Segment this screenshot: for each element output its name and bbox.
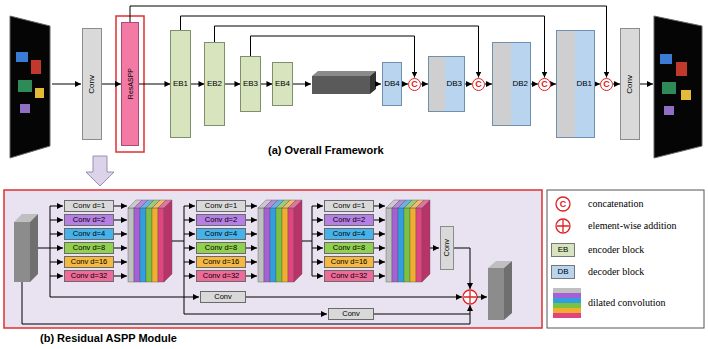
connector xyxy=(531,84,538,85)
encoder-block: EB1 xyxy=(170,30,190,138)
node-label: C xyxy=(603,80,610,89)
decoder-block: DB4 xyxy=(382,62,403,106)
node-label: DB3 xyxy=(447,80,463,88)
node-label: C xyxy=(475,80,482,89)
conv-box: Conv d=1 xyxy=(324,200,374,212)
node-label: Conv d=32 xyxy=(331,272,368,280)
connector xyxy=(181,16,545,78)
node-label: Conv d=32 xyxy=(203,272,240,280)
legend-symbol: C xyxy=(560,200,567,209)
conv-block: Conv xyxy=(440,226,454,270)
node-label: DB2 xyxy=(513,80,529,88)
node-label: Conv xyxy=(443,239,451,257)
node-label: DB1 xyxy=(577,80,593,88)
conv-box: Conv d=4 xyxy=(64,228,114,240)
conv-box: Conv d=2 xyxy=(324,214,374,226)
conv-block: Conv xyxy=(620,28,640,140)
encoder-block: EB2 xyxy=(204,42,224,126)
conv-box: Conv d=8 xyxy=(64,242,114,254)
connector xyxy=(485,84,492,85)
node-label: Conv d=8 xyxy=(333,244,365,252)
connector xyxy=(465,84,472,85)
node-label: Conv d=1 xyxy=(205,202,237,210)
node-label: C xyxy=(411,80,418,89)
conv-box: Conv d=16 xyxy=(196,256,246,268)
conv-block: Conv xyxy=(82,28,102,140)
decoder-block: DB1 xyxy=(556,30,595,138)
conv-box: Conv d=32 xyxy=(64,270,114,282)
node-label: Conv d=2 xyxy=(205,216,237,224)
conv-box: Conv xyxy=(200,291,246,303)
decoder-block: DB3 xyxy=(428,56,465,112)
node-label: DB4 xyxy=(384,80,400,88)
conv-box: Conv d=1 xyxy=(196,200,246,212)
connector xyxy=(421,84,428,85)
conv-box: Conv d=2 xyxy=(196,214,246,226)
conv-box: Conv d=8 xyxy=(324,242,374,254)
conv-box: Conv d=32 xyxy=(196,270,246,282)
conv-box: Conv d=8 xyxy=(196,242,246,254)
node-label: Conv xyxy=(342,310,360,318)
concat-circle: C xyxy=(538,78,551,91)
node-label: Conv xyxy=(626,75,634,94)
node-label: Conv xyxy=(214,293,232,301)
node-label: Conv d=1 xyxy=(73,202,105,210)
node-label: EB1 xyxy=(173,80,188,88)
node-label: EB4 xyxy=(275,80,290,88)
node-label: Conv d=4 xyxy=(205,230,237,238)
node-label: Conv d=16 xyxy=(71,258,108,266)
node-label: Conv d=8 xyxy=(73,244,105,252)
caption: (b) Residual ASPP Module xyxy=(40,333,177,344)
node-label: Conv d=4 xyxy=(333,230,365,238)
node-label: Conv d=1 xyxy=(333,202,365,210)
node-label: ResASPP xyxy=(127,68,134,99)
caption: (a) Overall Framework xyxy=(268,145,384,156)
legend-text: dilated convolution xyxy=(588,298,666,308)
conv-box: Conv d=4 xyxy=(324,228,374,240)
node-label: EB2 xyxy=(207,80,222,88)
conv-box: Conv d=2 xyxy=(64,214,114,226)
node-label: Conv d=8 xyxy=(205,244,237,252)
concat-circle: C xyxy=(600,78,613,91)
connector xyxy=(225,84,241,85)
concat-circle: C xyxy=(472,78,485,91)
connector xyxy=(613,84,620,85)
node-label: Conv d=2 xyxy=(73,216,105,224)
encoder-block: EB3 xyxy=(240,56,260,112)
concat-circle: C xyxy=(408,78,421,91)
conv-box: Conv d=4 xyxy=(196,228,246,240)
conv-box: Conv d=16 xyxy=(64,256,114,268)
connector xyxy=(261,84,273,85)
node-label: Conv d=4 xyxy=(73,230,105,238)
conv-box: Conv d=16 xyxy=(324,256,374,268)
conv-box: Conv d=32 xyxy=(324,270,374,282)
node-label: Conv d=16 xyxy=(331,258,368,266)
conv-box: Conv xyxy=(328,308,374,320)
connector xyxy=(139,84,170,85)
legend-text: decoder block xyxy=(588,267,644,277)
legend-symbol: DB xyxy=(557,268,568,276)
connector xyxy=(130,6,607,78)
connector xyxy=(191,84,205,85)
conv-box: Conv d=1 xyxy=(64,200,114,212)
legend-text: concatenation xyxy=(588,199,644,209)
node-label: Conv xyxy=(88,75,96,94)
node-label: Conv d=2 xyxy=(333,216,365,224)
legend-text: element-wise addition xyxy=(588,221,677,231)
node-label: EB3 xyxy=(243,80,258,88)
encoder-block: EB4 xyxy=(272,62,292,106)
decoder-block: DB2 xyxy=(492,42,531,126)
legend-text: encoder block xyxy=(588,245,644,255)
node-label: C xyxy=(541,80,548,89)
node-label: Conv d=16 xyxy=(203,258,240,266)
resaspp-block: ResASPP xyxy=(121,22,139,146)
node-label: Conv d=32 xyxy=(71,272,108,280)
legend-symbol: EB xyxy=(558,246,569,254)
connector xyxy=(102,84,121,85)
